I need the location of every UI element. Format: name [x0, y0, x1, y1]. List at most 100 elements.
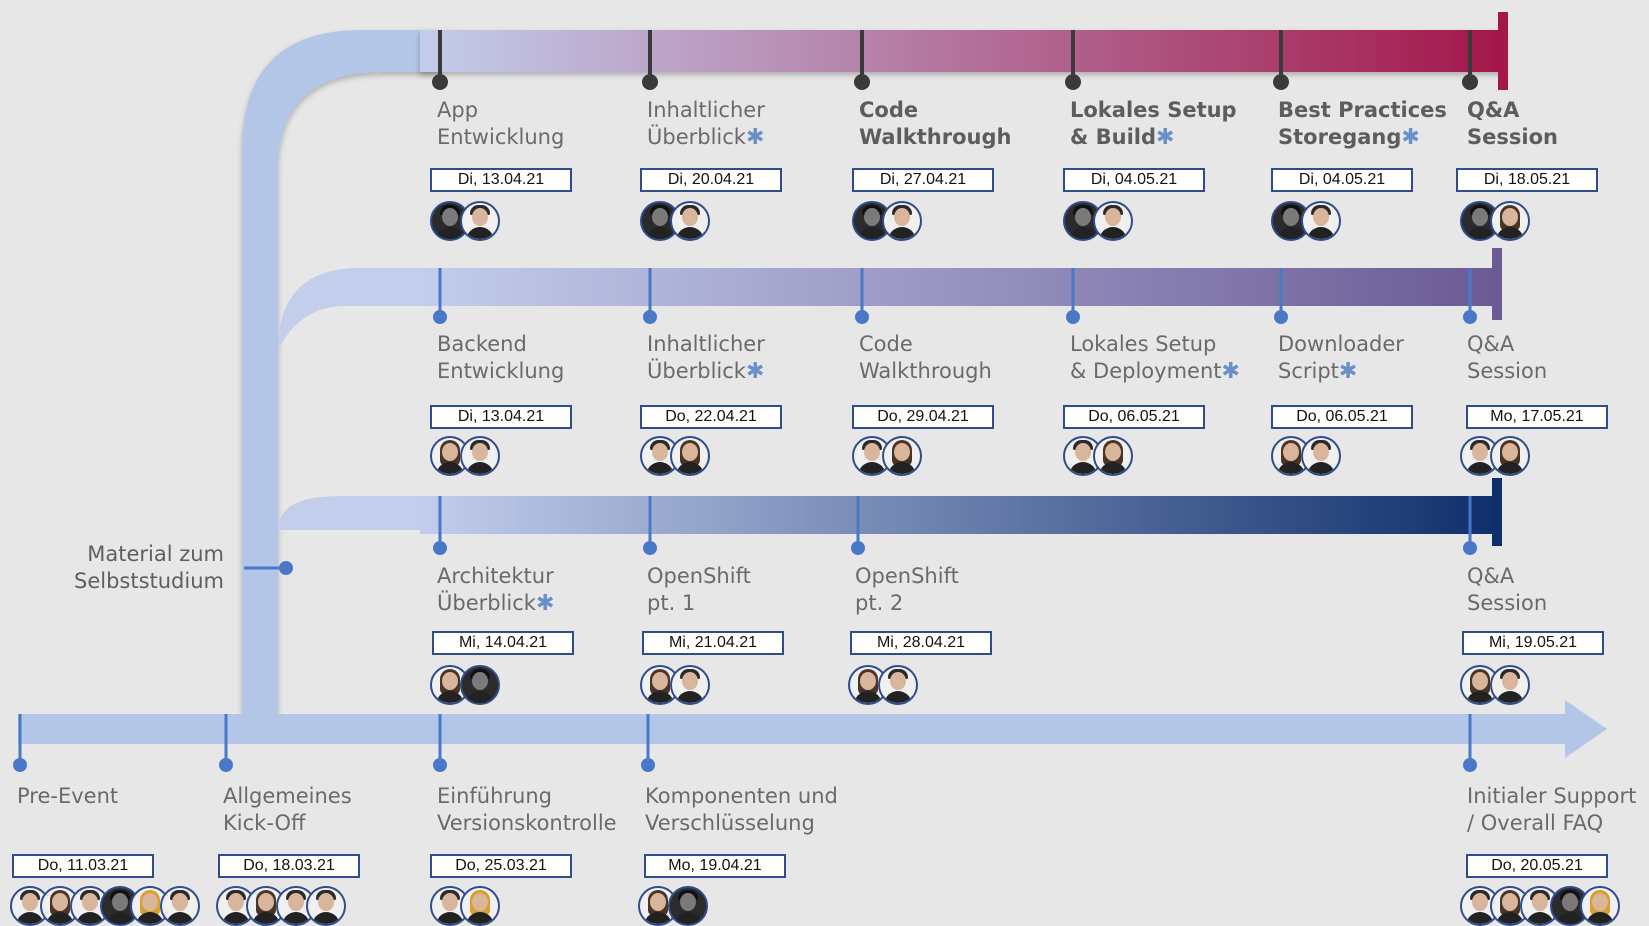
lower-track-marker: [643, 541, 657, 555]
session-title-line-2: Entwicklung: [437, 359, 565, 383]
lower-track-curve: [278, 496, 440, 530]
avatar: [160, 886, 200, 926]
session-date: Do, 29.04.21: [852, 405, 994, 429]
session-date: Do, 22.04.21: [640, 405, 782, 429]
middle-track-marker: [1066, 310, 1080, 324]
session-title-line-2: Session: [1467, 591, 1548, 615]
session-date: Do, 06.05.21: [1063, 405, 1205, 429]
avatar: [1093, 201, 1133, 241]
session-date: Do, 11.03.21: [12, 854, 154, 878]
session-date: Di, 04.05.21: [1063, 168, 1205, 192]
base-track-marker: [641, 758, 655, 772]
session-title-line-2: Script✱: [1278, 359, 1358, 384]
top-track-bar: [420, 30, 1505, 72]
session-date: Di, 13.04.21: [430, 168, 572, 192]
base-track-marker: [1463, 758, 1477, 772]
session-title-line-1: Q&A: [1467, 332, 1515, 356]
session-title-line-1: Best Practices: [1278, 98, 1447, 122]
session-date: Mo, 19.04.21: [644, 854, 786, 878]
avatar: [460, 665, 500, 705]
avatar: [1301, 436, 1341, 476]
session-title-line-2: Überblick✱: [647, 359, 765, 384]
session-title: Initialer Support/ Overall FAQ: [1467, 783, 1636, 837]
session-title: Lokales Setup& Build✱: [1070, 97, 1237, 151]
session-title-line-1: Einführung: [437, 784, 553, 808]
avatar: [1490, 436, 1530, 476]
session-title-line-1: Backend: [437, 332, 527, 356]
top-track-marker: [642, 74, 658, 90]
session-title-line-2: Session: [1467, 359, 1548, 383]
self-study-asterisk-icon: ✱: [1221, 359, 1240, 384]
avatar: [882, 201, 922, 241]
middle-track-end: [1492, 248, 1502, 320]
session-title-line-2: Überblick✱: [647, 125, 765, 150]
session-title-line-1: Inhaltlicher: [647, 98, 765, 122]
session-title-line-2: Walkthrough: [859, 359, 992, 383]
session-date: Mi, 28.04.21: [850, 631, 992, 655]
session-title: OpenShift pt. 2: [855, 563, 959, 617]
session-title-line-1: Komponenten und: [645, 784, 838, 808]
session-title-line-1: Code: [859, 98, 919, 122]
session-title-line-1: OpenShift: [855, 564, 959, 588]
base-track-marker: [433, 758, 447, 772]
session-title-line-2: Verschlüsselung: [645, 811, 815, 835]
session-title-line-2: pt. 1: [647, 591, 696, 615]
session-date: Di, 20.04.21: [640, 168, 782, 192]
session-date: Mi, 19.05.21: [1462, 631, 1604, 655]
session-title-line-2: Session: [1467, 125, 1558, 149]
avatar: [1301, 201, 1341, 241]
session-title-line-1: Lokales Setup: [1070, 332, 1217, 356]
self-study-label-line-1: Material zum: [87, 542, 224, 566]
session-title-line-1: Q&A: [1467, 98, 1520, 122]
avatar: [306, 886, 346, 926]
top-track-marker: [1462, 74, 1478, 90]
lower-track-end: [1492, 478, 1502, 546]
session-title-line-1: Allgemeines: [223, 784, 352, 808]
self-study-asterisk-icon: ✱: [745, 359, 765, 384]
session-title-line-2: / Overall FAQ: [1467, 811, 1604, 835]
session-title: Q&A Session: [1467, 97, 1558, 151]
session-title-line-2: & Build✱: [1070, 125, 1175, 150]
lower-track-marker: [1463, 541, 1477, 555]
session-date: Di, 04.05.21: [1271, 168, 1413, 192]
avatar: [670, 665, 710, 705]
session-title-line-2: & Deployment✱: [1070, 359, 1240, 384]
self-study-asterisk-icon: ✱: [1338, 359, 1358, 384]
session-date: Do, 25.03.21: [430, 854, 572, 878]
session-title-line-2: Walkthrough: [859, 125, 1012, 149]
session-title: Lokales Setup & Deployment✱: [1070, 331, 1240, 385]
top-track-marker: [1065, 74, 1081, 90]
lower-track-marker: [851, 541, 865, 555]
middle-track-bar: [420, 268, 1500, 306]
avatar: [670, 201, 710, 241]
session-date: Do, 06.05.21: [1271, 405, 1413, 429]
session-date: Mi, 14.04.21: [432, 631, 574, 655]
avatar: [878, 665, 918, 705]
avatar: [1580, 886, 1620, 926]
self-study-asterisk-icon: ✱: [745, 125, 765, 150]
session-title-line-2: Überblick✱: [437, 591, 555, 616]
top-track-marker: [1273, 74, 1289, 90]
session-title-line-2: Kick-Off: [223, 811, 306, 835]
middle-track-marker: [1463, 310, 1477, 324]
top-track-marker: [854, 74, 870, 90]
session-title-line-2: Versionskontrolle: [437, 811, 617, 835]
session-date: Di, 18.05.21: [1456, 168, 1598, 192]
top-track-end: [1498, 12, 1508, 90]
session-title: Pre-Event: [17, 783, 118, 810]
session-title-line-2: pt. 2: [855, 591, 904, 615]
middle-track-curve: [278, 268, 440, 350]
base-track-arrowhead: [1565, 700, 1607, 758]
